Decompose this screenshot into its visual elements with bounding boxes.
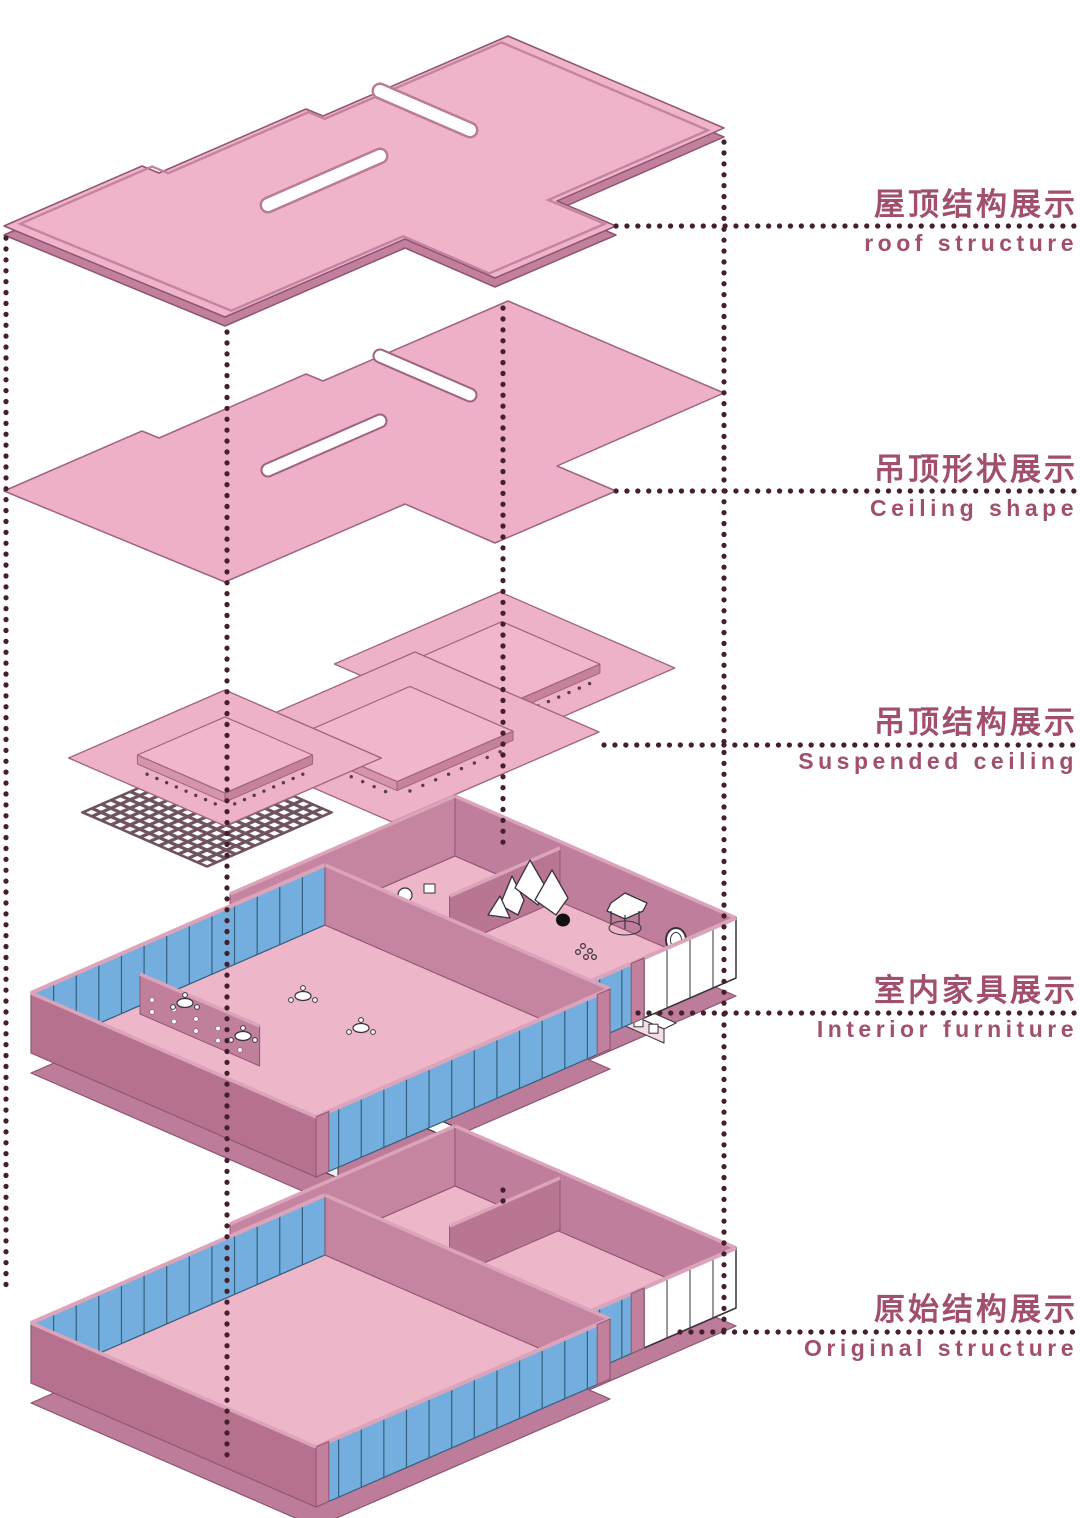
label-ceiling-shape-en: Ceiling shape [869, 495, 1078, 521]
layer-roof-structure [3, 35, 725, 327]
label-roof-structure: 屋顶结构展示 [874, 189, 1078, 220]
label-original-structure: 原始结构展示 [874, 1294, 1078, 1325]
layer-suspended-ceiling [67, 591, 676, 868]
layer-interior-furniture [30, 794, 737, 1198]
label-ceiling-shape-zh: 吊顶形状展示 [874, 452, 1078, 487]
label-original-structure-zh: 原始结构展示 [874, 1292, 1078, 1327]
label-interior-furniture-en-wrap: Interior furniture [817, 1018, 1078, 1041]
label-suspended-ceiling-en-wrap: Suspended ceiling [798, 750, 1078, 773]
label-suspended-ceiling: 吊顶结构展示 [874, 707, 1078, 738]
label-original-structure-en: Original structure [804, 1335, 1078, 1361]
layer-ceiling-shape [3, 300, 725, 583]
label-suspended-ceiling-zh: 吊顶结构展示 [874, 705, 1078, 740]
label-interior-furniture-zh: 室内家具展示 [874, 973, 1078, 1008]
label-suspended-ceiling-en: Suspended ceiling [798, 748, 1078, 774]
label-ceiling-shape-en-wrap: Ceiling shape [870, 497, 1078, 520]
label-original-structure-en-wrap: Original structure [804, 1337, 1078, 1360]
label-roof-structure-en: roof structure [864, 230, 1078, 256]
construction-lines [3, 139, 1080, 1463]
layer-original-structure [30, 1124, 737, 1518]
label-roof-structure-en-wrap: roof structure [864, 232, 1078, 255]
label-interior-furniture: 室内家具展示 [874, 975, 1078, 1006]
label-interior-furniture-en: Interior furniture [816, 1016, 1078, 1042]
label-roof-structure-zh: 屋顶结构展示 [874, 187, 1078, 222]
label-ceiling-shape: 吊顶形状展示 [874, 454, 1078, 485]
